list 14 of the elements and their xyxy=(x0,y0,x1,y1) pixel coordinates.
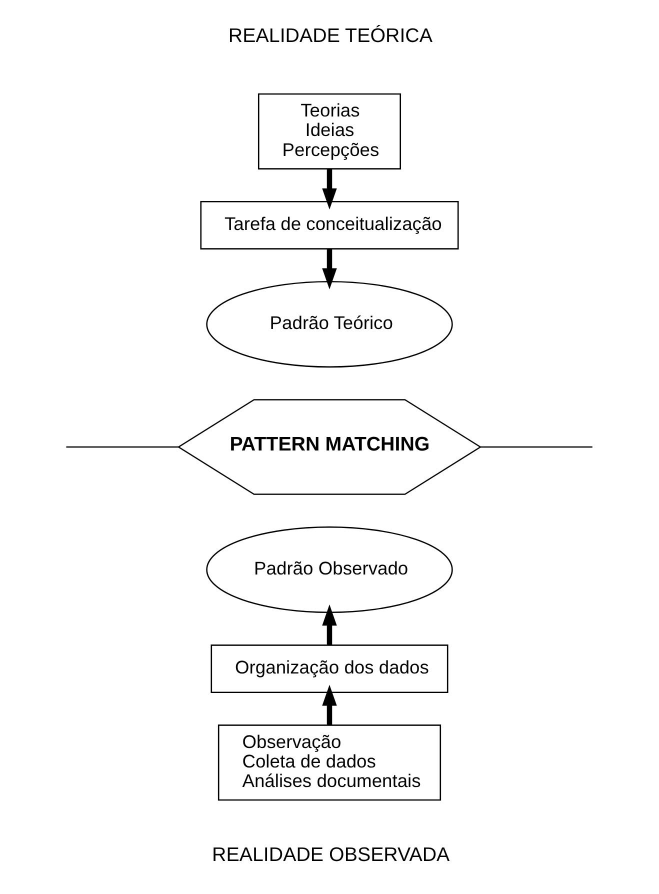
label: REALIDADE TEÓRICA xyxy=(228,25,433,48)
label: REALIDADE OBSERVADA xyxy=(212,844,450,866)
node-box: Observação Coleta de dados Análises documentais xyxy=(218,724,442,801)
node-ellipse: Padrão Observado xyxy=(206,526,453,613)
arrow xyxy=(322,684,337,726)
arrow xyxy=(322,169,337,210)
node-box: Teorias Ideias Percepções xyxy=(258,93,402,170)
arrow xyxy=(322,604,337,645)
arrow xyxy=(322,248,337,290)
node-ellipse: Padrão Teórico xyxy=(206,281,453,368)
connector xyxy=(480,446,592,448)
node-box: Tarefa de conceitualização xyxy=(200,200,459,250)
node-box: Organização dos dados xyxy=(210,644,448,694)
connector xyxy=(66,446,178,448)
